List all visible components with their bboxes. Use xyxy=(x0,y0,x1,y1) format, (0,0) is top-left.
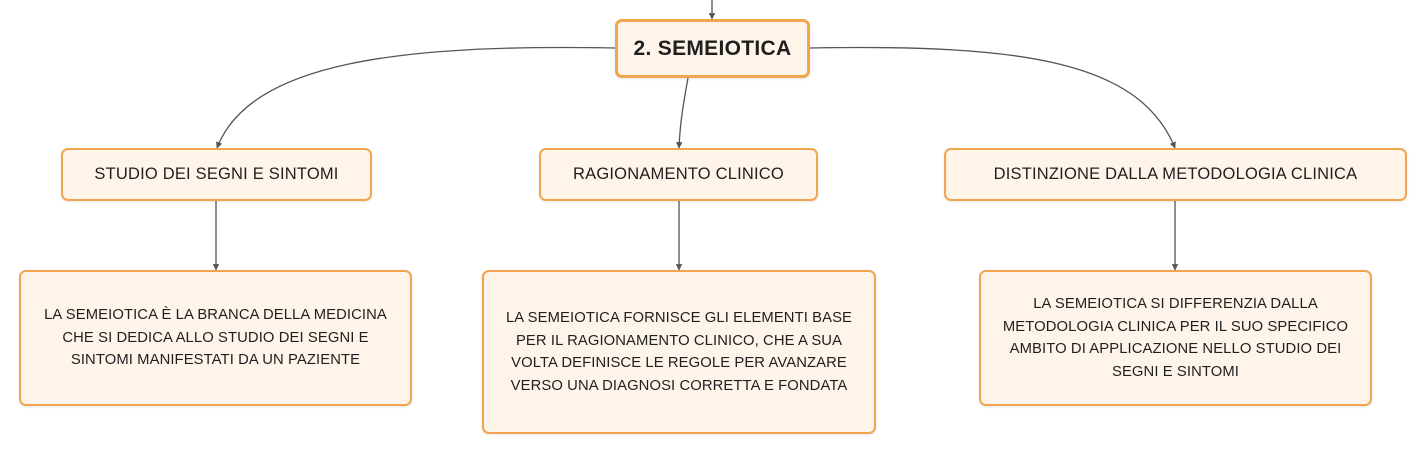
detail-text: LA SEMEIOTICA FORNISCE GLI ELEMENTI BASE… xyxy=(505,310,853,394)
topic-node-studio-segni-sintomi[interactable]: STUDIO DEI SEGNI E SINTOMI xyxy=(61,148,372,201)
topic-label: STUDIO DEI SEGNI E SINTOMI xyxy=(94,165,339,183)
detail-text: LA SEMEIOTICA È LA BRANCA DELLA MEDICINA… xyxy=(44,307,387,369)
root-label: 2. SEMEIOTICA xyxy=(633,36,792,60)
topic-label: DISTINZIONE DALLA METODOLOGIA CLINICA xyxy=(993,165,1358,183)
detail-node-ragionamento-clinico[interactable]: LA SEMEIOTICA FORNISCE GLI ELEMENTI BASE… xyxy=(482,270,876,434)
detail-node-distinzione-metodologia[interactable]: LA SEMEIOTICA SI DIFFERENZIA DALLA METOD… xyxy=(979,270,1372,406)
connector-root-to-branch-2 xyxy=(675,77,689,149)
detail-text: LA SEMEIOTICA SI DIFFERENZIA DALLA METOD… xyxy=(1002,296,1349,380)
detail-node-studio-segni-sintomi[interactable]: LA SEMEIOTICA È LA BRANCA DELLA MEDICINA… xyxy=(19,270,412,406)
topic-label: RAGIONAMENTO CLINICO xyxy=(573,165,784,183)
root-node[interactable]: 2. SEMEIOTICA xyxy=(615,19,810,78)
connector-root-to-branch-1 xyxy=(216,46,616,149)
connector-root-to-branch-3 xyxy=(809,46,1176,149)
topic-node-distinzione-metodologia[interactable]: DISTINZIONE DALLA METODOLOGIA CLINICA xyxy=(944,148,1407,201)
topic-node-ragionamento-clinico[interactable]: RAGIONAMENTO CLINICO xyxy=(539,148,818,201)
